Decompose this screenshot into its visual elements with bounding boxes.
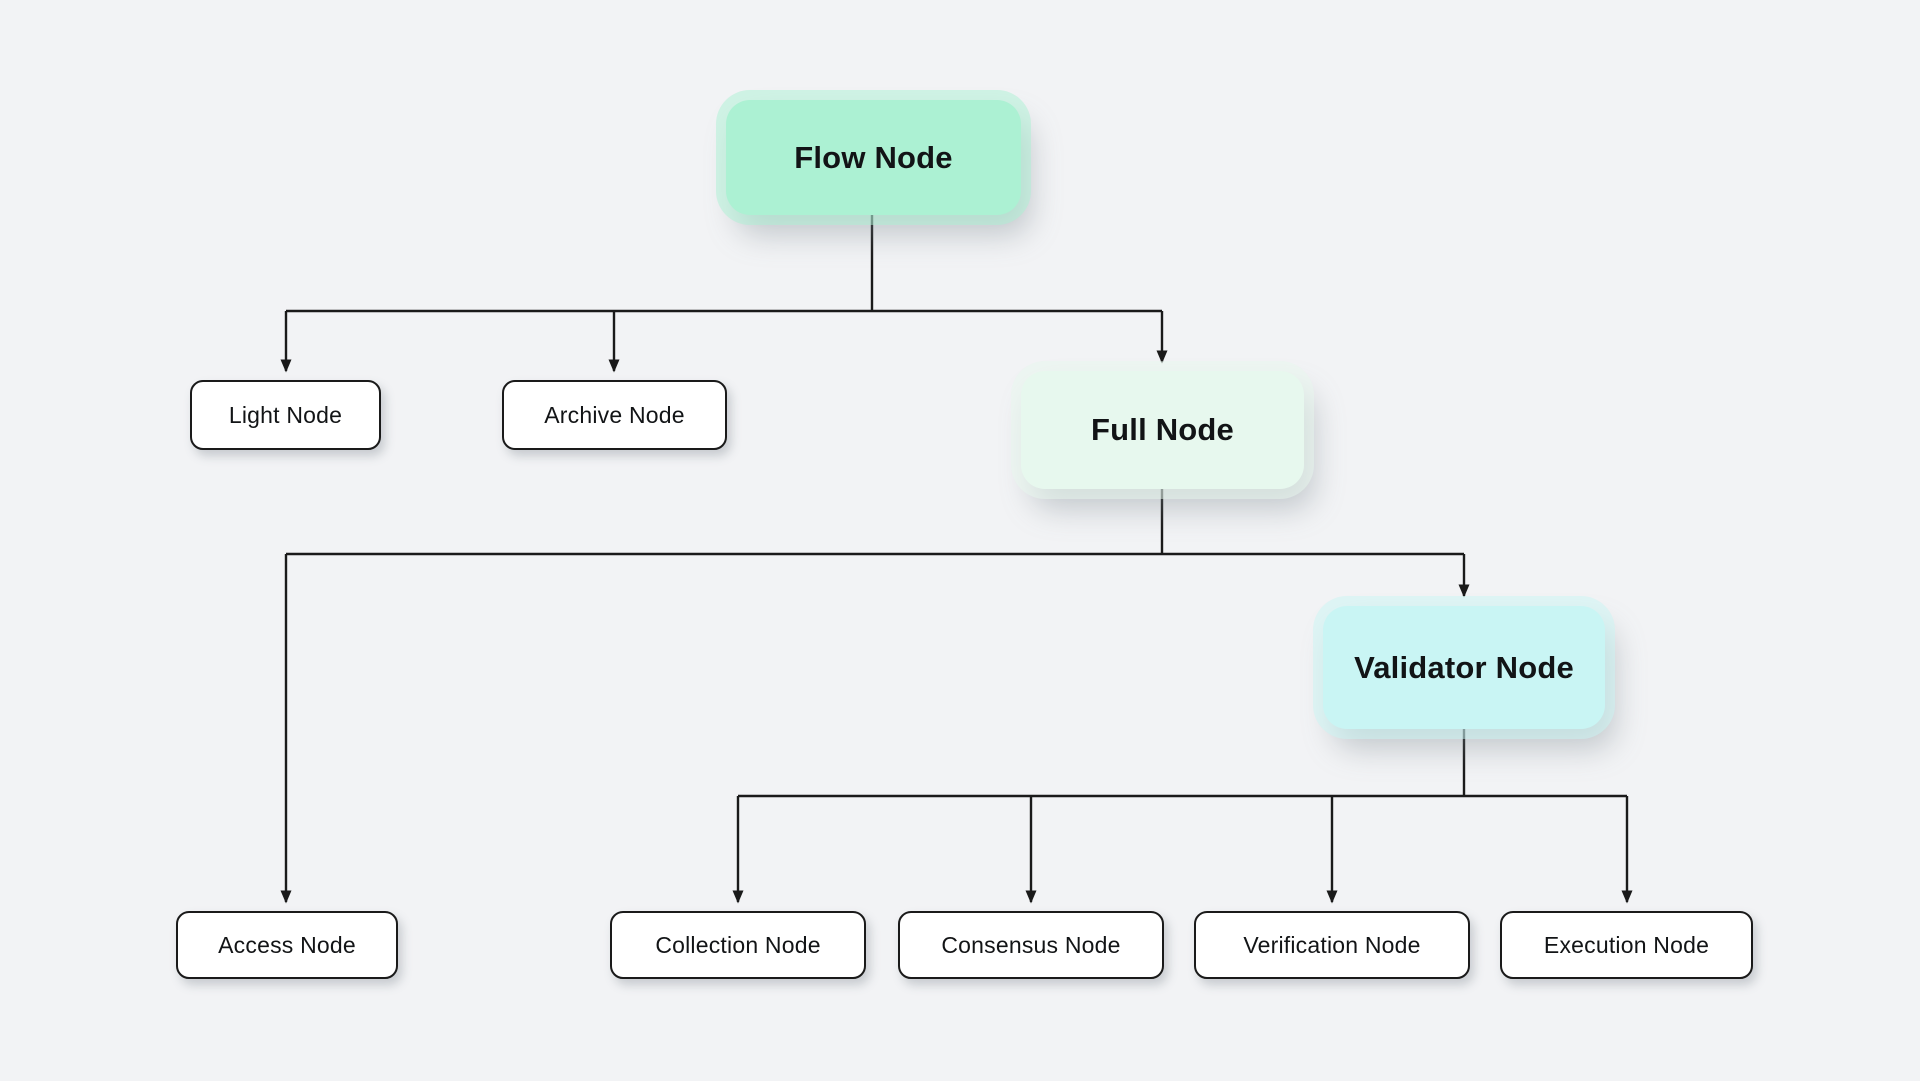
node-label: Full Node [1090,412,1234,447]
node-label: Light Node [228,401,343,428]
node-flow: Flow Node [726,100,1021,215]
node-light: Light Node [190,380,381,450]
node-label: Verification Node [1243,931,1421,958]
node-consensus: Consensus Node [898,911,1164,979]
node-label: Access Node [218,931,356,958]
node-access: Access Node [176,911,398,979]
node-collection: Collection Node [610,911,866,979]
node-label: Validator Node [1354,649,1574,685]
node-archive: Archive Node [502,380,727,450]
node-label: Collection Node [655,931,821,958]
node-full: Full Node [1021,371,1304,489]
node-verification: Verification Node [1194,911,1470,979]
node-label: Archive Node [544,401,685,428]
node-validator: Validator Node [1323,606,1605,729]
node-label: Execution Node [1543,931,1710,958]
node-execution: Execution Node [1500,911,1753,979]
node-label: Consensus Node [941,931,1121,958]
node-label: Flow Node [794,139,953,175]
